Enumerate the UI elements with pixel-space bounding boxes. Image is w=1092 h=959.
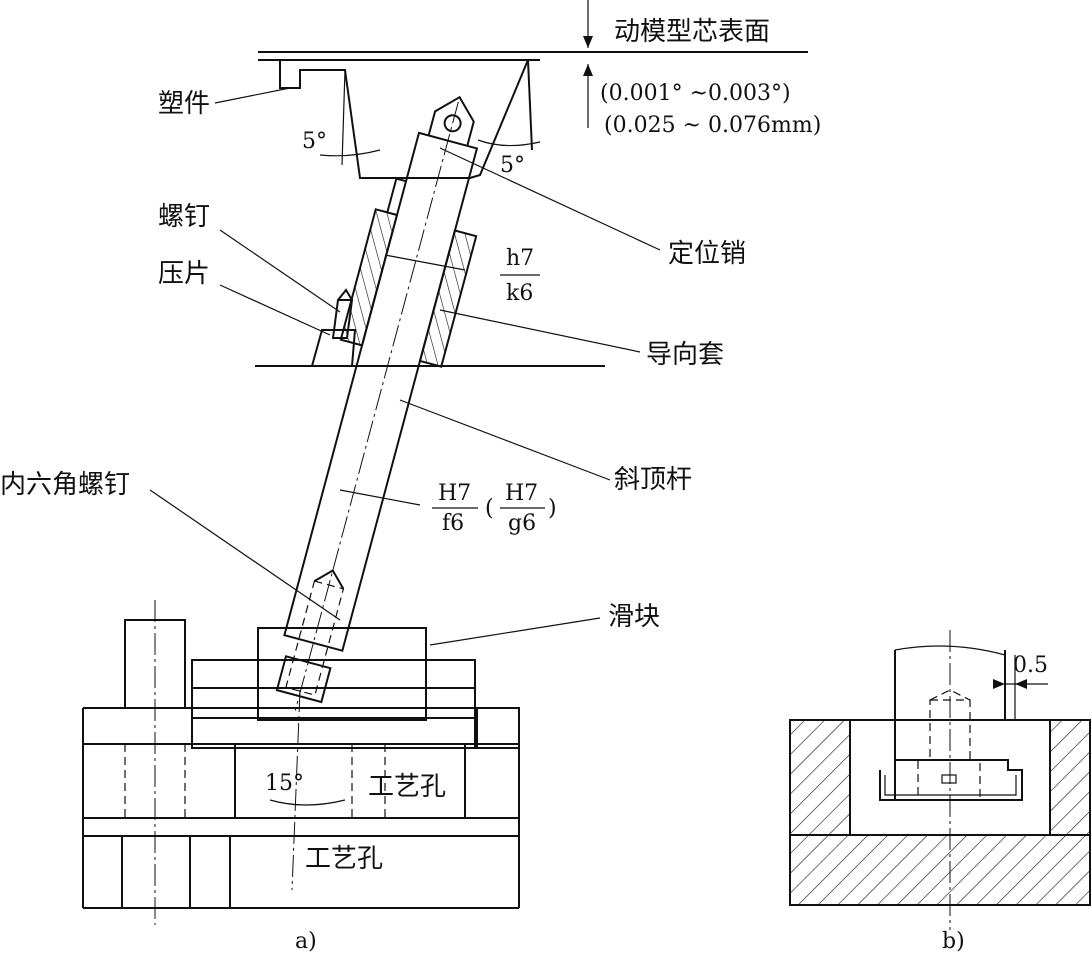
label-angle-5-left: 5°	[302, 129, 327, 154]
label-process-hole-2: 工艺孔	[305, 844, 383, 874]
label-guide-sleeve: 导向套	[646, 340, 724, 370]
label-process-hole-1: 工艺孔	[368, 772, 446, 802]
core-surface-dimension	[583, 0, 593, 128]
core-plate	[258, 51, 808, 179]
labels-a: 动模型芯表面 (0.001° ~0.003°) (0.025 ~ 0.076mm…	[0, 17, 821, 954]
svg-text:(: (	[485, 496, 494, 521]
label-angle-15: 15°	[265, 771, 304, 796]
label-tolerance-angle: (0.001° ~0.003°)	[600, 81, 791, 106]
guide-sleeve-left	[339, 208, 399, 347]
lifter-rod	[275, 95, 479, 711]
label-fit-H7-a: H7	[438, 481, 471, 506]
label-fit-g6: g6	[508, 511, 536, 536]
label-angle-5-right: 5°	[500, 153, 525, 178]
caption-b: b)	[942, 929, 965, 954]
label-plastic-part: 塑件	[158, 89, 210, 119]
label-lifter-rod: 斜顶杆	[614, 465, 692, 495]
label-fit-h7: h7	[506, 246, 534, 271]
svg-text:): )	[548, 496, 557, 521]
view-b: 0.5 b)	[789, 630, 1091, 954]
view-a: 动模型芯表面 (0.001° ~0.003°) (0.025 ~ 0.076mm…	[0, 0, 821, 954]
label-fit-H7-b: H7	[505, 481, 538, 506]
label-slider: 滑块	[608, 602, 660, 632]
leader-lines	[149, 87, 661, 806]
label-core-surface: 动模型芯表面	[614, 17, 770, 47]
label-press-plate: 压片	[158, 259, 210, 289]
label-screw: 螺钉	[158, 202, 210, 232]
label-fit-f6: f6	[442, 511, 464, 536]
base-assembly	[82, 600, 520, 925]
label-dim-0-5: 0.5	[1013, 653, 1048, 678]
label-locating-pin: 定位销	[668, 239, 746, 269]
label-tolerance-mm: (0.025 ~ 0.076mm)	[604, 113, 821, 138]
caption-a: a)	[295, 929, 317, 954]
label-hex-screw: 内六角螺钉	[0, 470, 130, 500]
label-fit-k6: k6	[506, 281, 533, 306]
screw-press-plate	[311, 288, 357, 367]
guide-sleeve-right	[418, 229, 478, 368]
